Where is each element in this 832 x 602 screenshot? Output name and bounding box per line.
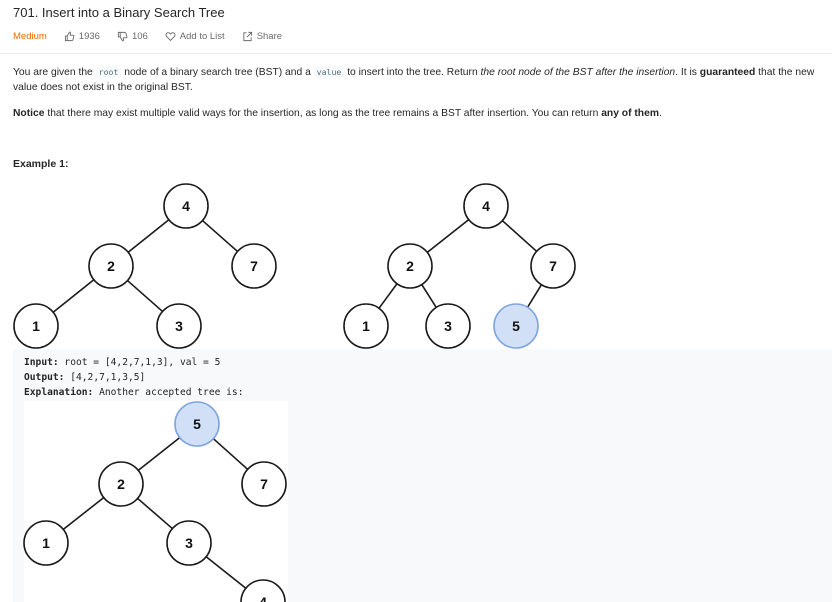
tree-node-3 — [425, 303, 471, 349]
tree-node-label: 3 — [175, 318, 183, 334]
desc-bold: Notice — [13, 108, 45, 119]
tree-edge — [52, 279, 95, 313]
tree-node-4 — [163, 183, 209, 229]
desc-bold: any of them — [601, 108, 659, 119]
example-output: Output: [4,2,7,1,3,5] — [24, 372, 145, 383]
like-count: 1936 — [78, 31, 100, 42]
example-input: Input: root = [4,2,7,1,3], val = 5 — [24, 357, 220, 368]
tree-node-2 — [98, 461, 144, 507]
tree-edge — [501, 220, 538, 252]
tree-node-label: 7 — [549, 258, 557, 274]
tree-node-label: 2 — [107, 258, 115, 274]
tree-edge — [378, 283, 398, 309]
desc-text: to insert into the tree. Return — [344, 67, 481, 78]
tree-node-4 — [463, 183, 509, 229]
tree-node-7 — [530, 243, 576, 289]
like-button[interactable]: 1936 — [64, 31, 100, 42]
tree-node-label: 1 — [42, 535, 50, 551]
tree-node-label: 2 — [117, 476, 125, 492]
tree-node-label: 2 — [406, 258, 414, 274]
tree-node-2 — [387, 243, 433, 289]
tree-node-label: 4 — [182, 198, 190, 214]
original-tree: 4 2 7 1 3 — [13, 183, 277, 349]
difficulty-badge: Medium — [13, 31, 47, 42]
tree-node-label: 3 — [444, 318, 452, 334]
desc-text: . — [658, 108, 662, 119]
tree-node-3 — [166, 520, 212, 566]
tree-edge — [137, 437, 181, 471]
tree-node-3 — [156, 303, 202, 349]
output-value: [4,2,7,1,3,5] — [64, 372, 146, 383]
add-to-list-button[interactable]: Add to List — [165, 31, 225, 42]
tree-node-7 — [241, 461, 287, 507]
tree-node-label: 4 — [259, 594, 267, 602]
tree-edge — [421, 284, 437, 308]
tree-node-1 — [343, 303, 389, 349]
tree-edge — [126, 279, 164, 313]
heart-icon — [165, 32, 176, 42]
desc-text: that the new value does not exist in the… — [13, 67, 815, 93]
code-value: value — [313, 66, 345, 78]
desc-italic: the root node of the BST after the inser… — [480, 67, 676, 78]
example-explanation: Explanation: Another accepted tree is: — [24, 387, 244, 398]
desc-bold: guaranteed — [699, 67, 756, 78]
desc-text: You are given the — [13, 67, 96, 78]
explanation-label: Explanation: — [24, 387, 94, 398]
tree-node-label: 4 — [482, 198, 490, 214]
tree-edge — [205, 556, 247, 589]
tree-edge — [127, 219, 170, 253]
tree-node-7 — [231, 243, 277, 289]
tree-node-2 — [88, 243, 134, 289]
share-button[interactable]: Share — [242, 31, 282, 42]
dislike-count: 106 — [131, 31, 148, 42]
tree-edge — [212, 438, 249, 470]
tree-node-4 — [240, 579, 286, 602]
tree-edge — [526, 284, 543, 308]
tree-node-5 — [493, 303, 539, 349]
desc-text: node of a binary search tree (BST) and a — [121, 67, 314, 78]
input-value: root = [4,2,7,1,3], val = 5 — [58, 357, 221, 368]
problem-title: 701. Insert into a Binary Search Tree — [13, 5, 225, 20]
example-title: Example 1: — [13, 158, 69, 170]
tree-node-label: 5 — [512, 318, 520, 334]
alternative-tree-background — [24, 401, 288, 602]
desc-text: . It is — [675, 67, 700, 78]
thumbs-up-icon — [64, 31, 75, 42]
description-paragraph-2: Notice that there may exist multiple val… — [13, 106, 818, 121]
output-label: Output: — [24, 372, 65, 383]
problem-meta-bar: Medium 1936 106 Add to List Share — [13, 31, 299, 42]
tree-node-label: 7 — [260, 476, 268, 492]
tree-node-label: 1 — [362, 318, 370, 334]
header-divider — [0, 53, 832, 54]
dislike-button[interactable]: 106 — [117, 31, 148, 42]
share-icon — [243, 31, 252, 42]
tree-edge — [426, 219, 470, 253]
share-label: Share — [256, 31, 283, 42]
add-to-list-label: Add to List — [179, 31, 225, 42]
tree-node-5 — [174, 401, 220, 447]
tree-node-1 — [23, 520, 69, 566]
tree-node-1 — [13, 303, 59, 349]
tree-edge — [137, 497, 173, 530]
tree-edge — [62, 496, 105, 531]
explanation-value: Another accepted tree is: — [93, 387, 244, 398]
tree-node-label: 1 — [32, 318, 40, 334]
alternative-tree: 5 2 7 1 3 4 — [23, 401, 287, 602]
tree-node-label: 7 — [250, 258, 258, 274]
description-paragraph-1: You are given the root node of a binary … — [13, 65, 818, 95]
tree-node-label: 5 — [193, 416, 201, 432]
thumbs-down-icon — [117, 31, 128, 42]
tree-node-label: 3 — [185, 535, 193, 551]
tree-edge — [201, 219, 239, 253]
input-label: Input: — [24, 357, 59, 368]
desc-text: that there may exist multiple valid ways… — [44, 108, 602, 119]
code-root: root — [95, 66, 122, 78]
inserted-tree: 4 2 7 1 3 5 — [343, 183, 576, 349]
